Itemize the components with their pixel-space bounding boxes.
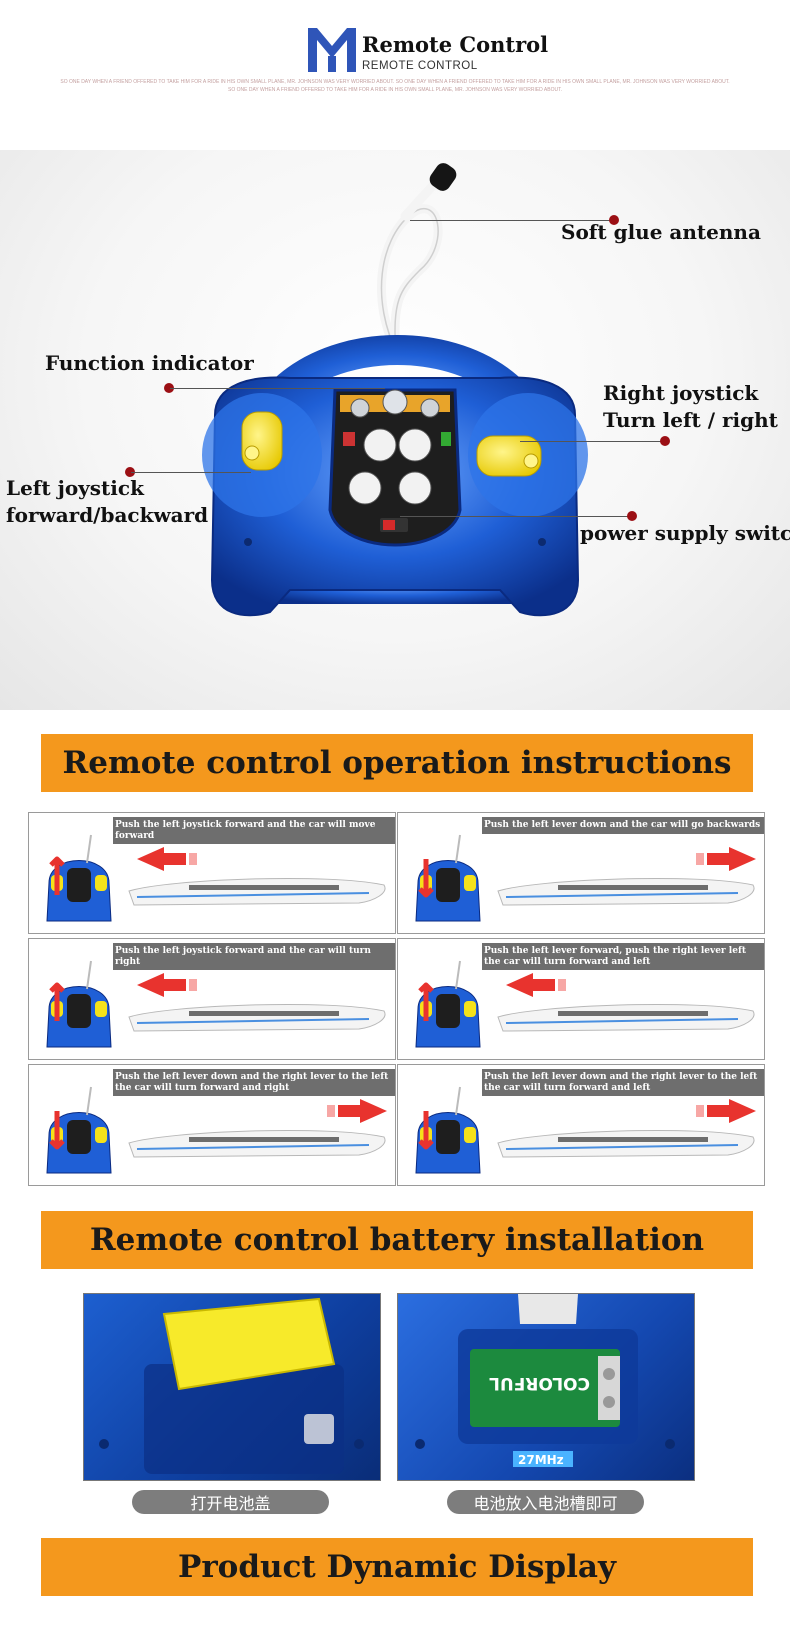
right-joystick-dot [660, 436, 670, 446]
header-subtitle: REMOTE CONTROL [362, 60, 478, 72]
instruction-panel: Push the left joystick forward and the c… [28, 938, 396, 1060]
section-banner-battery: Remote control battery installation [41, 1211, 753, 1269]
callout-left-joystick-2: forward/backward [6, 503, 209, 527]
callout-left-joystick-1: Left joystick [6, 476, 144, 500]
battery-inserted-photo: COLORFUL 27MHz [397, 1293, 695, 1481]
header-fine-text: SO ONE DAY WHEN A FRIEND OFFERED TO TAKE… [60, 79, 730, 85]
battery-step2-caption: 电池放入电池槽即可 [447, 1490, 644, 1514]
function-indicator-dot [164, 383, 174, 393]
left-joystick-dot [125, 467, 135, 477]
antenna-callout-line [410, 220, 615, 221]
instruction-panel: Push the left lever forward, push the ri… [397, 938, 765, 1060]
instruction-caption: Push the left joystick forward and the c… [113, 943, 395, 970]
battery-step1-caption: 打开电池盖 [132, 1490, 329, 1514]
brand-logo-icon [308, 28, 356, 72]
callout-right-joystick-1: Right joystick [603, 381, 759, 405]
battery-cover-photo [83, 1293, 381, 1481]
instruction-illustration [46, 834, 386, 922]
antenna-callout-dot [609, 215, 619, 225]
instruction-panel: Push the left lever down and the right l… [397, 1064, 765, 1186]
header-title: Remote Control [362, 32, 549, 57]
instruction-caption: Push the left lever down and the right l… [113, 1069, 395, 1096]
left-joystick-line [131, 472, 251, 473]
section-banner-dynamic: Product Dynamic Display [41, 1538, 753, 1596]
right-joystick-line [520, 441, 665, 442]
battery-inserted-illustration: COLORFUL 27MHz [415, 1294, 675, 1467]
instruction-panel: Push the left joystick forward and the c… [28, 812, 396, 934]
remote-controller-illustration [202, 163, 588, 617]
instruction-caption: Push the left lever forward, push the ri… [482, 943, 764, 970]
product-hero: Soft glue antenna Function indicator Rig… [0, 150, 790, 710]
instruction-illustration [46, 1086, 387, 1174]
instruction-panel: Push the left lever down and the right l… [28, 1064, 396, 1186]
instruction-illustration [415, 960, 755, 1048]
power-switch-line [400, 516, 632, 517]
battery-cover-illustration [99, 1297, 364, 1474]
instruction-caption: Push the left joystick forward and the c… [113, 817, 395, 844]
callout-antenna: Soft glue antenna [561, 220, 761, 244]
power-switch-dot [627, 511, 637, 521]
instruction-caption: Push the left lever down and the car wil… [482, 817, 764, 834]
callout-power-switch: power supply switch [580, 521, 790, 545]
instruction-illustration [415, 1086, 756, 1174]
frequency-label: 27MHz [518, 1453, 564, 1467]
function-indicator-line [170, 388, 385, 389]
battery-brand-text: COLORFUL [489, 1373, 590, 1393]
section-banner-operation: Remote control operation instructions [41, 734, 753, 792]
instruction-illustration [415, 834, 756, 922]
instruction-panel: Push the left lever down and the car wil… [397, 812, 765, 934]
instruction-illustration [46, 960, 386, 1048]
instruction-caption: Push the left lever down and the right l… [482, 1069, 764, 1096]
callout-right-joystick-2: Turn left / right [603, 408, 778, 432]
header-fine-text-2: SO ONE DAY WHEN A FRIEND OFFERED TO TAKE… [228, 87, 562, 93]
callout-function-indicator: Function indicator [45, 351, 254, 375]
